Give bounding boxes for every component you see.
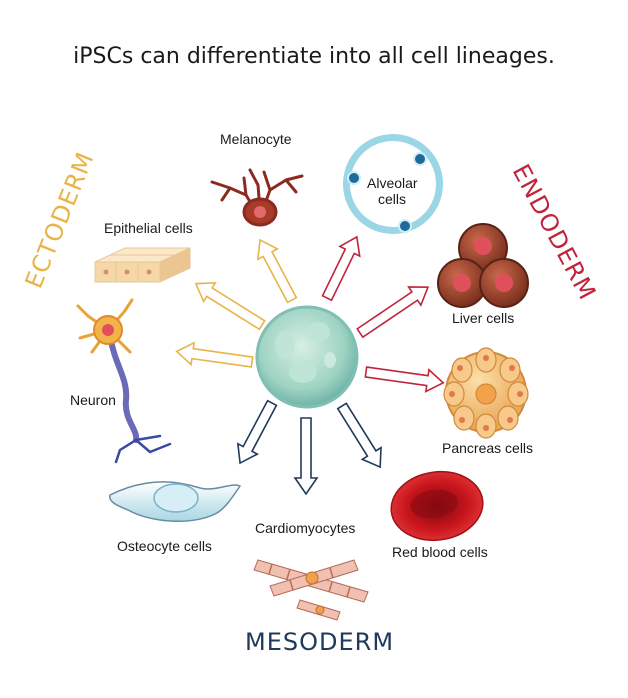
cardiomyocytes-illustration: [253, 559, 369, 621]
neuron-label: Neuron: [70, 392, 116, 408]
arrow-osteocyte: [236, 399, 278, 465]
arrow-cardiomyocytes: [293, 417, 319, 496]
arrow-melanocyte: [256, 238, 298, 304]
alveolar-label-line1: Alveolar: [367, 175, 418, 191]
osteocyte-illustration: [109, 481, 242, 522]
melanocyte-illustration: [210, 168, 304, 227]
epithelial-label: Epithelial cells: [104, 220, 193, 236]
liver-illustration: [437, 223, 529, 308]
alveolar-illustration: [343, 134, 443, 234]
cardiomyocytes-label: Cardiomyocytes: [255, 520, 356, 536]
ectoderm-arrows: [175, 238, 298, 368]
rbc-illustration: [390, 470, 484, 542]
rbc-label: Red blood cells: [392, 544, 488, 560]
ectoderm-label: ECTODERM: [20, 148, 100, 292]
neuron-illustration: [76, 298, 172, 464]
epithelial-illustration: [94, 247, 191, 283]
endoderm-arrows: [321, 235, 445, 393]
arrow-alveolar: [321, 235, 361, 302]
stem-cell: [255, 305, 359, 409]
osteocyte-label: Osteocyte cells: [117, 538, 212, 554]
arrow-liver: [356, 286, 430, 339]
mesoderm-label: MESODERM: [245, 628, 394, 656]
pancreas-label: Pancreas cells: [442, 440, 534, 456]
mesoderm-arrows: [236, 399, 382, 496]
arrow-rbc: [336, 402, 382, 469]
arrow-neuron: [175, 341, 254, 368]
liver-label: Liver cells: [452, 310, 515, 326]
alveolar-label-line2: cells: [378, 191, 407, 207]
arrow-pancreas: [364, 366, 445, 393]
arrow-epithelial: [194, 281, 266, 331]
melanocyte-label: Melanocyte: [220, 131, 292, 147]
pancreas-illustration: [443, 347, 529, 439]
page-title: iPSCs can differentiate into all cell li…: [73, 44, 555, 69]
